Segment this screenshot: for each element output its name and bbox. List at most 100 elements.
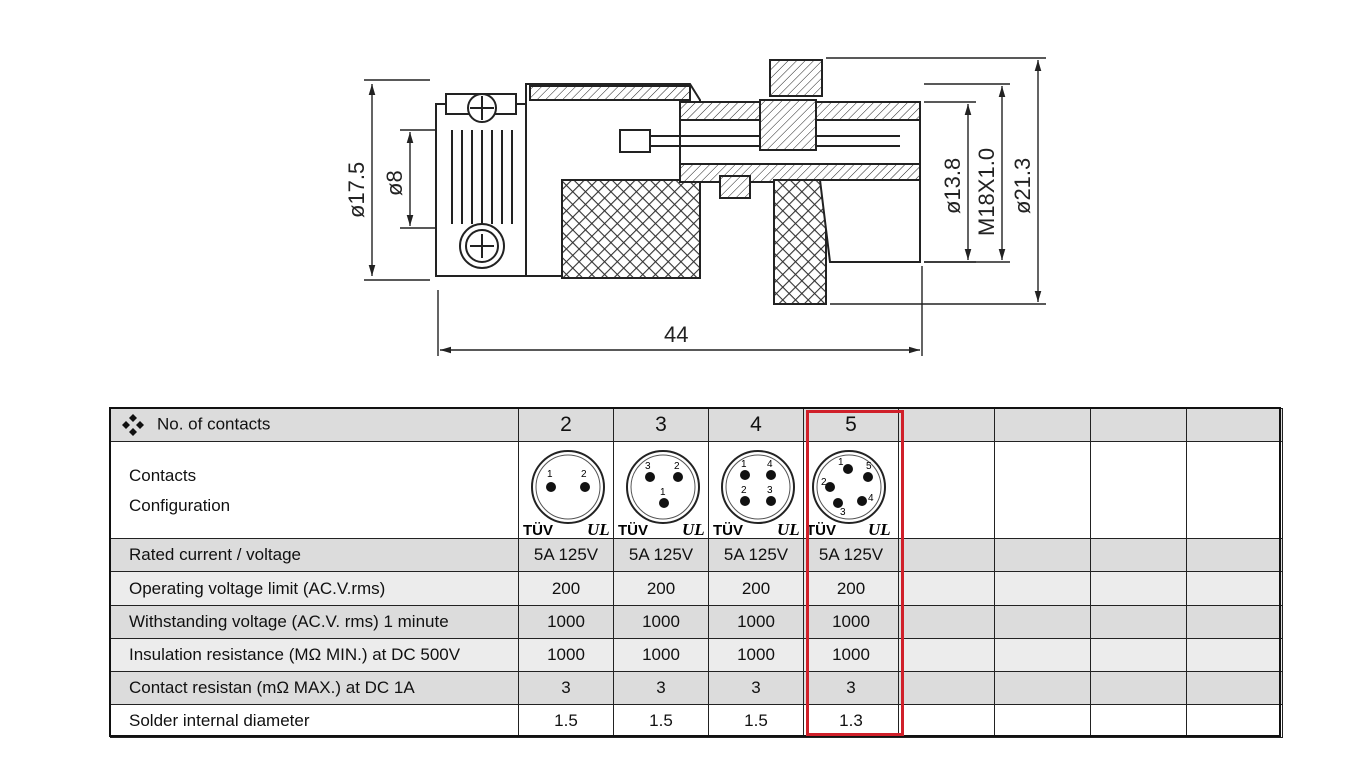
spec-row: Withstanding voltage (AC.V. rms) 1 minut… — [110, 604, 1283, 639]
pin-diagram-3: 3 2 1 TÜV UL — [613, 441, 709, 540]
spec-value-cell: 200 — [803, 571, 899, 606]
empty-cell — [898, 571, 995, 606]
empty-cell — [994, 703, 1091, 739]
spec-value-cell: 1000 — [518, 637, 614, 672]
empty-cell — [1186, 604, 1283, 639]
pin-label: 1 — [838, 457, 844, 468]
config-label-1: Contacts — [129, 466, 197, 486]
pinout-2-icon: 1 2 TÜV UL — [523, 450, 610, 537]
pin-diagram-4: 1 4 2 3 TÜV UL — [708, 441, 804, 540]
header-label-cell: No. of contacts — [110, 407, 519, 443]
dim-pin-dia: ø13.8 — [940, 158, 965, 214]
tuv-mark: TÜV — [713, 522, 743, 537]
pin-label: 3 — [767, 485, 773, 496]
empty-cell — [1090, 538, 1187, 573]
spec-value-cell: 1000 — [708, 604, 804, 639]
ul-mark: UL — [682, 520, 705, 537]
empty-cell — [1090, 407, 1187, 443]
spec-row-label: Insulation resistance (MΩ MIN.) at DC 50… — [110, 637, 519, 672]
pin-label: 2 — [581, 469, 587, 480]
empty-cell — [1186, 571, 1283, 606]
spec-row-label: Withstanding voltage (AC.V. rms) 1 minut… — [110, 604, 519, 639]
pinout-3-icon: 3 2 1 TÜV UL — [618, 450, 705, 537]
pin-label: 4 — [868, 493, 874, 504]
spec-value-cell: 5A 125V — [613, 538, 709, 573]
col-header-4: 4 — [708, 407, 804, 443]
empty-cell — [994, 670, 1091, 705]
pin-diagram-2: 1 2 TÜV UL — [518, 441, 614, 540]
empty-cell — [1186, 538, 1283, 573]
ul-mark: UL — [587, 520, 610, 537]
empty-cell — [898, 538, 995, 573]
empty-cell — [994, 538, 1091, 573]
empty-cell — [1090, 670, 1187, 705]
dim-inner-dia: ø8 — [382, 170, 407, 196]
empty-cell — [994, 441, 1091, 540]
spec-value-cell: 5A 125V — [518, 538, 614, 573]
pinout-4-icon: 1 4 2 3 TÜV UL — [713, 450, 800, 537]
empty-cell — [994, 604, 1091, 639]
empty-cell — [994, 637, 1091, 672]
spec-value-cell: 1000 — [803, 604, 899, 639]
col-header-3: 3 — [613, 407, 709, 443]
spec-value-cell: 5A 125V — [803, 538, 899, 573]
pin-label: 2 — [821, 477, 827, 488]
pin-label: 2 — [674, 461, 680, 472]
empty-cell — [1186, 670, 1283, 705]
spec-value-cell: 1.5 — [613, 703, 709, 739]
header-row: No. of contacts 2 3 4 5 — [110, 407, 1283, 443]
tuv-mark: TÜV — [806, 522, 836, 537]
empty-cell — [898, 670, 995, 705]
empty-cell — [1090, 571, 1187, 606]
spec-value-cell: 1000 — [518, 604, 614, 639]
empty-cell — [1186, 637, 1283, 672]
header-label: No. of contacts — [157, 414, 271, 434]
spec-row-label: Operating voltage limit (AC.V.rms) — [110, 571, 519, 606]
spec-value-cell: 1.3 — [803, 703, 899, 739]
pin-label: 5 — [866, 461, 872, 472]
spec-value-cell: 1000 — [613, 604, 709, 639]
connector-drawing: ø17.5 ø8 44 ø13.8 M18X1.0 ø21.3 — [344, 57, 1046, 356]
col-header-5: 5 — [803, 407, 899, 443]
dim-nut-dia: ø21.3 — [1010, 158, 1035, 214]
col-header-2: 2 — [518, 407, 614, 443]
spec-value-cell: 200 — [518, 571, 614, 606]
spec-value-cell: 3 — [803, 670, 899, 705]
spec-value-cell: 200 — [708, 571, 804, 606]
spec-value-cell: 5A 125V — [708, 538, 804, 573]
spec-value-cell: 1000 — [708, 637, 804, 672]
empty-cell — [1186, 441, 1283, 540]
config-label-cell: Contacts Configuration — [110, 441, 519, 540]
spec-value-cell: 3 — [708, 670, 804, 705]
spec-row: Insulation resistance (MΩ MIN.) at DC 50… — [110, 637, 1283, 672]
empty-cell — [898, 407, 995, 443]
tuv-mark: TÜV — [618, 522, 648, 537]
diamond-cluster-icon — [122, 414, 144, 437]
spec-value-cell: 200 — [613, 571, 709, 606]
pin-label: 1 — [741, 459, 747, 470]
pin-diagram-5: 1 5 2 4 3 TÜV UL — [803, 441, 899, 540]
spec-value-cell: 3 — [518, 670, 614, 705]
config-row: Contacts Configuration 1 2 TÜV UL 3 2 1 — [110, 441, 1283, 540]
empty-cell — [1186, 407, 1283, 443]
empty-cell — [994, 407, 1091, 443]
drawing-body — [435, 59, 921, 305]
empty-cell — [1090, 441, 1187, 540]
dim-body-dia: ø17.5 — [344, 162, 369, 218]
pin-label: 4 — [767, 459, 773, 470]
dimension-lines — [364, 57, 1046, 356]
pin-label: 2 — [741, 485, 747, 496]
config-label-2: Configuration — [129, 496, 231, 516]
spec-value-cell: 1.5 — [708, 703, 804, 739]
spec-row-label: Rated current / voltage — [110, 538, 519, 573]
spec-value-cell: 1.5 — [518, 703, 614, 739]
spec-value-cell: 1000 — [803, 637, 899, 672]
pin-label: 1 — [547, 469, 553, 480]
pin-label: 1 — [660, 487, 666, 498]
ul-mark: UL — [868, 520, 891, 537]
spec-row-label: Solder internal diameter — [110, 703, 519, 739]
